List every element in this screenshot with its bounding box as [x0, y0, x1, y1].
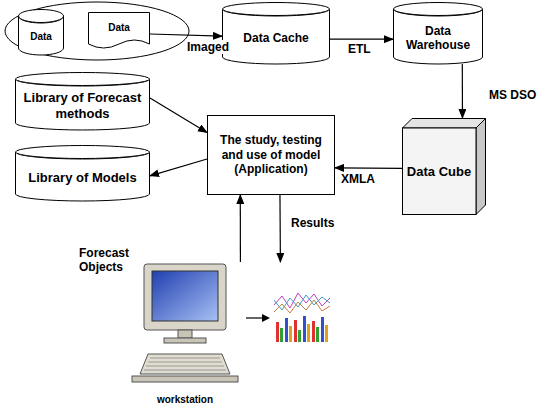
- edge-label: MS DSO: [488, 88, 537, 102]
- arrow-connector: [335, 167, 402, 169]
- arrow-connector: [150, 34, 222, 36]
- arrow-connector: [150, 98, 207, 133]
- data-cylinder: Data: [18, 9, 64, 55]
- node-text: workstation: [130, 392, 240, 408]
- arrow-connector: [279, 195, 281, 262]
- node-label: Data: [108, 22, 130, 34]
- cache-cylinder: Data Cache: [222, 2, 330, 64]
- workstation-icon-outline: [130, 262, 290, 408]
- edge-label: Forecast Objects: [78, 246, 142, 275]
- edge-label: Imaged: [186, 40, 230, 54]
- node-text: Data Cube: [404, 130, 474, 213]
- edge-label: Results: [290, 216, 335, 230]
- library-cylinder: Library of Models: [15, 145, 150, 201]
- node-text: Data Warehouse: [395, 16, 481, 60]
- process-box: The study, testing and use of model (App…: [207, 115, 335, 195]
- node-text: Data: [20, 23, 62, 51]
- source-ellipse: [5, 2, 189, 60]
- edge-label: ETL: [347, 42, 372, 56]
- node-text: Library of Forecast methods: [17, 86, 148, 126]
- data-cube: Data Cube: [402, 118, 486, 215]
- library-cylinder: Library of Forecast methods: [15, 72, 150, 130]
- warehouse-cylinder: Data Warehouse: [393, 2, 483, 64]
- node-text: Data: [90, 14, 148, 42]
- node-label: Data Warehouse: [395, 24, 481, 53]
- arrow-connector: [240, 195, 241, 262]
- workstation-icon: workstation: [130, 262, 290, 408]
- node-label: Library of Models: [28, 170, 136, 186]
- node-label: Data: [30, 31, 52, 43]
- edge-label: XMLA: [340, 172, 376, 186]
- node-text: The study, testing and use of model (App…: [211, 119, 331, 191]
- node-label: Library of Forecast methods: [17, 90, 148, 121]
- node-label: The study, testing and use of model (App…: [211, 133, 331, 176]
- node-text: Data Cache: [224, 16, 328, 60]
- arrow-connector: [462, 64, 463, 118]
- node-text: Library of Models: [17, 159, 148, 197]
- data-document: Data: [88, 12, 150, 52]
- node-label: Data Cache: [243, 31, 308, 45]
- node-label: workstation: [157, 394, 213, 406]
- arrow-connector: [150, 159, 207, 176]
- node-label: Data Cube: [407, 164, 471, 180]
- arrow-connector: [330, 39, 393, 40]
- chart-icon: [246, 293, 330, 342]
